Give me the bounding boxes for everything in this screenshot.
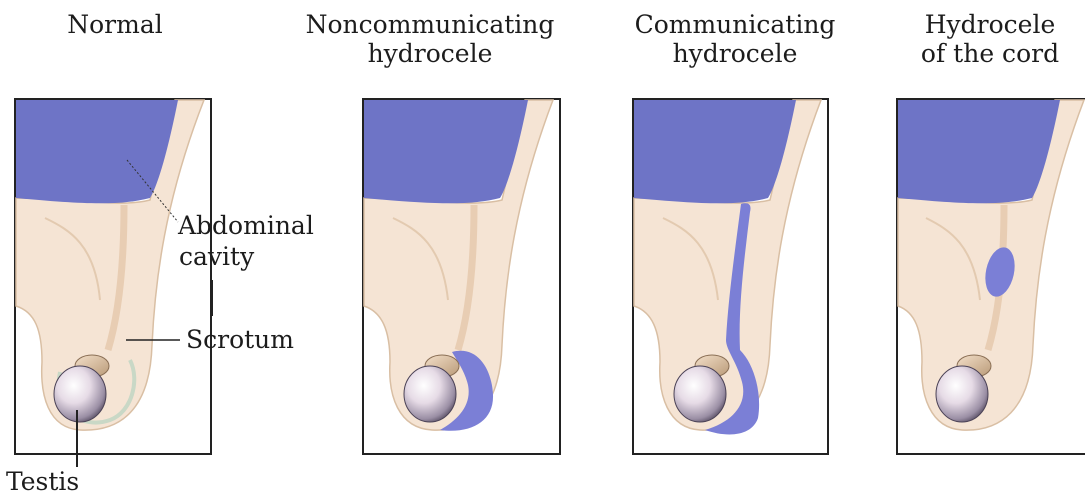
- label-cavity: cavity: [179, 242, 254, 271]
- abdominal-cavity: [364, 100, 528, 203]
- panel-noncommunicating: [363, 99, 560, 454]
- abdominal-cavity: [16, 100, 178, 203]
- testis: [936, 366, 988, 422]
- testis: [54, 366, 106, 422]
- panel-hydrocele-cord: [897, 99, 1085, 454]
- label-testis: Testis: [6, 467, 79, 496]
- abdominal-cavity: [898, 100, 1060, 203]
- testis: [674, 366, 726, 422]
- label-scrotum: Scrotum: [186, 325, 294, 354]
- label-abdominal: Abdominal: [178, 211, 314, 240]
- panel-normal: [15, 99, 212, 467]
- abdominal-cavity: [634, 100, 796, 203]
- panel-communicating: [633, 99, 828, 454]
- testis: [404, 366, 456, 422]
